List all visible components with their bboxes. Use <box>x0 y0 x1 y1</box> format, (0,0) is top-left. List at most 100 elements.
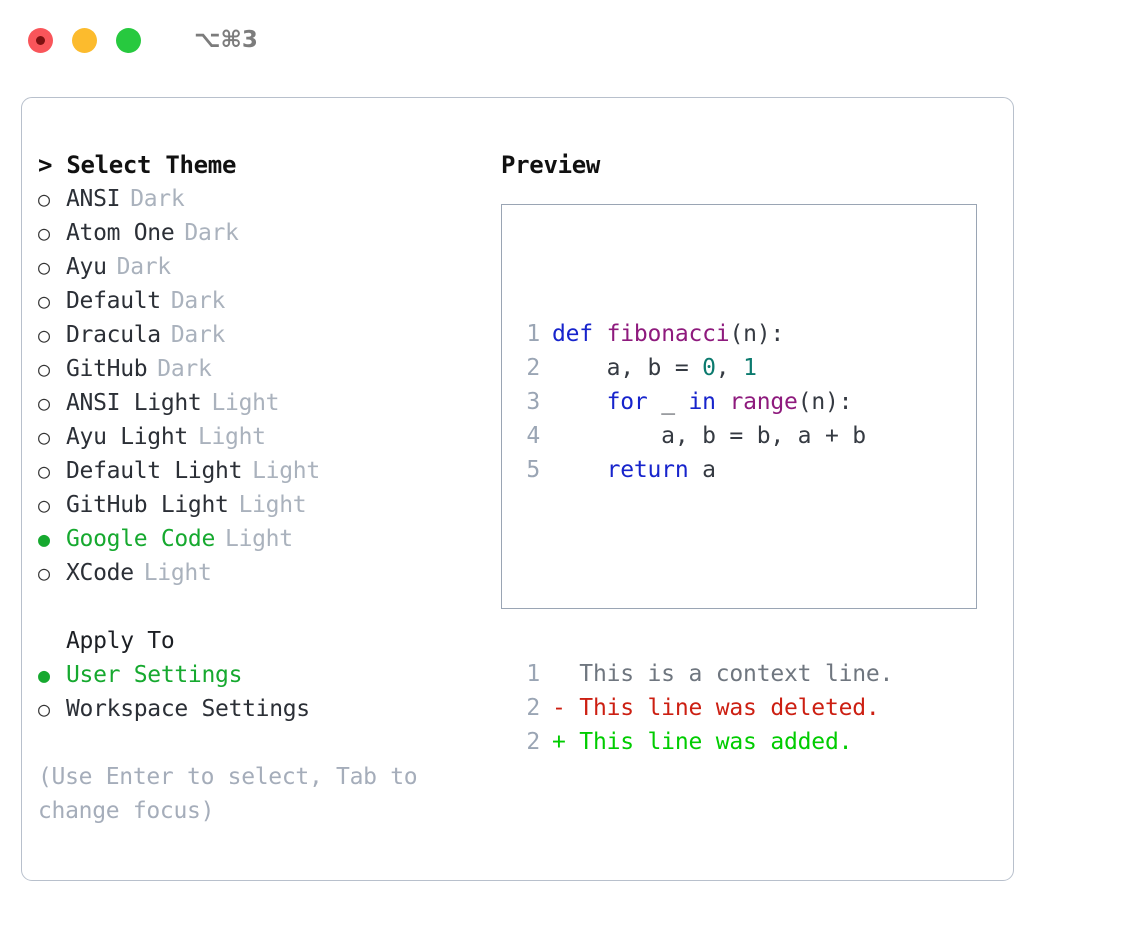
diff-line-text: - This line was deleted. <box>552 695 880 721</box>
theme-option[interactable]: ○ XCode Light <box>38 556 498 590</box>
code-line-text: for _ in range(n): <box>552 385 853 419</box>
preview-title: Preview <box>501 151 601 179</box>
line-number: 2 <box>526 355 540 381</box>
shortcut-label: ⌥⌘3 <box>194 27 258 53</box>
code-token: for <box>606 389 648 415</box>
theme-option-tag: Light <box>238 492 307 518</box>
line-number: 3 <box>526 389 540 415</box>
diff-sample: 1 This is a context line. 2 - This line wa… <box>514 657 893 759</box>
theme-option-label: Default Light <box>66 458 243 484</box>
code-token: (n): <box>729 321 785 347</box>
code-token: fibonacci <box>606 321 730 347</box>
theme-option[interactable]: ● Google Code Light <box>38 522 498 556</box>
diff-line-text: + This line was added. <box>552 729 853 755</box>
code-token: in <box>688 389 716 415</box>
theme-option[interactable]: ○ Ayu Light Light <box>38 420 498 454</box>
code-line: 2 a, b = 0, 1 <box>514 351 893 385</box>
code-line: 4 a, b = b, a + b <box>514 419 893 453</box>
theme-option-label: GitHub <box>66 356 148 382</box>
select-theme-heading: > Select Theme <box>38 148 498 182</box>
radio-unselected-icon: ○ <box>38 391 50 415</box>
select-theme-title: Select Theme <box>66 151 237 179</box>
line-number: 5 <box>526 457 540 483</box>
apply-to-heading: Apply To <box>66 628 175 654</box>
radio-unselected-icon: ○ <box>38 323 50 347</box>
section-spacer <box>38 590 498 624</box>
code-line: 3 for _ in range(n): <box>514 385 893 419</box>
close-button-icon[interactable] <box>28 27 53 53</box>
diff-line-text: This is a context line. <box>552 661 894 687</box>
theme-option-label: GitHub Light <box>66 492 229 518</box>
code-token <box>552 389 607 415</box>
code-line-text: a, b = b, a + b <box>552 419 866 453</box>
apply-to-option-label: User Settings <box>66 662 243 688</box>
radio-unselected-icon: ○ <box>38 425 50 449</box>
apply-to-option-label: Workspace Settings <box>66 696 310 722</box>
code-token <box>593 321 607 347</box>
theme-option-tag: Light <box>143 560 212 586</box>
radio-unselected-icon: ○ <box>38 697 50 721</box>
theme-option[interactable]: ○ Dracula Dark <box>38 318 498 352</box>
theme-option-tag: Dark <box>157 356 212 382</box>
code-token: 1 <box>743 355 757 381</box>
diff-line: 1 This is a context line. <box>514 657 893 691</box>
apply-to-option[interactable]: ●User Settings <box>38 658 498 692</box>
code-line-text: a, b = 0, 1 <box>552 351 757 385</box>
theme-option-tag: Light <box>197 424 266 450</box>
theme-option[interactable]: ○ Ayu Dark <box>38 250 498 284</box>
radio-unselected-icon: ○ <box>38 221 50 245</box>
minimize-button-icon[interactable] <box>72 27 97 53</box>
code-token: _ <box>647 389 689 415</box>
code-token: a <box>688 457 716 483</box>
code-token: a, b = b, a + b <box>552 423 866 449</box>
apply-to-list: ●User Settings ○ Workspace Settings <box>38 658 498 726</box>
radio-unselected-icon: ○ <box>38 289 50 313</box>
code-token: range <box>729 389 798 415</box>
theme-option-tag: Light <box>225 526 293 552</box>
radio-unselected-icon: ○ <box>38 357 50 381</box>
code-token: def <box>552 321 593 347</box>
radio-unselected-icon: ○ <box>38 459 50 483</box>
theme-option-tag: Dark <box>116 254 172 280</box>
theme-option-label: Atom One <box>66 220 175 246</box>
theme-option-tag: Dark <box>170 322 226 348</box>
theme-option-label: Ayu <box>66 254 107 280</box>
theme-option-label: Dracula <box>66 322 161 348</box>
line-number: 2 <box>526 695 540 721</box>
code-line: 5 return a <box>514 453 893 487</box>
code-token: , <box>715 355 744 381</box>
code-line-text: return a <box>552 453 716 487</box>
theme-option-label: Ayu Light <box>66 424 188 450</box>
radio-unselected-icon: ○ <box>38 561 50 585</box>
theme-option-label: Google Code <box>66 526 216 552</box>
code-diff-spacer <box>514 555 893 589</box>
apply-to-option[interactable]: ○ Workspace Settings <box>38 692 498 726</box>
theme-option[interactable]: ○ GitHub Dark <box>38 352 498 386</box>
radio-selected-icon: ● <box>38 527 50 551</box>
code-token: (n): <box>797 389 853 415</box>
theme-option-label: ANSI Light <box>66 390 202 416</box>
maximize-button-icon[interactable] <box>116 27 141 53</box>
line-number: 2 <box>526 729 540 755</box>
code-token: 0 <box>702 355 716 381</box>
code-token <box>552 457 607 483</box>
radio-unselected-icon: ○ <box>38 187 50 211</box>
theme-option-label: XCode <box>66 560 134 586</box>
focus-caret-icon: > <box>38 151 67 179</box>
radio-unselected-icon: ○ <box>38 255 50 279</box>
window-controls <box>28 27 141 53</box>
